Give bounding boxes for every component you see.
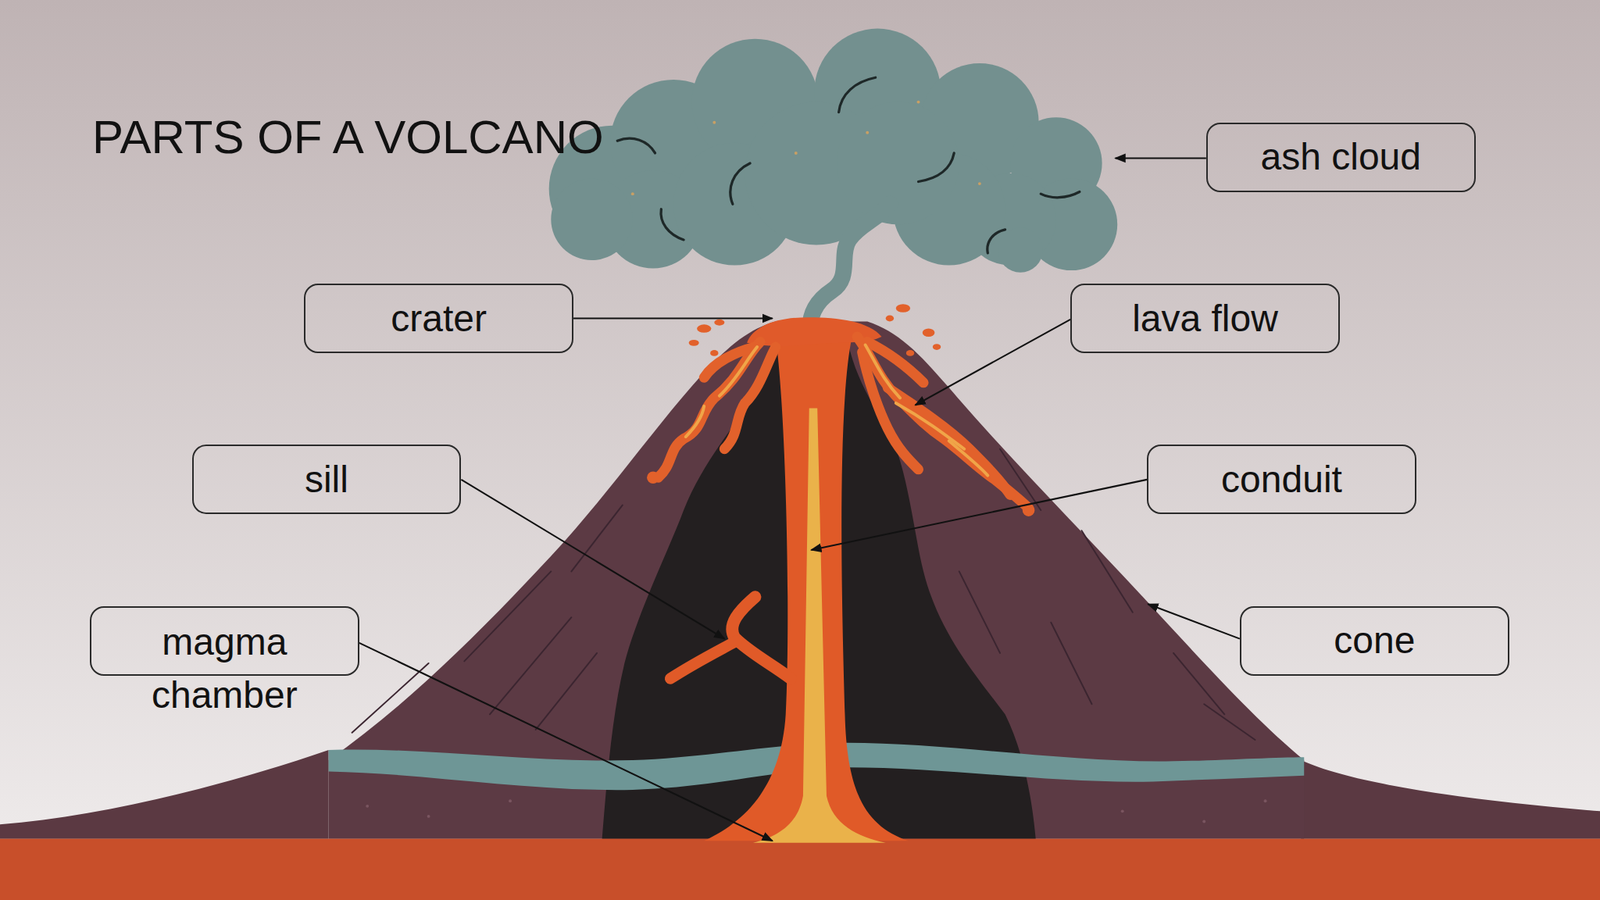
part-label: ash cloud — [1260, 130, 1421, 184]
leader-line — [915, 319, 1072, 406]
lava-droplets — [646, 303, 1035, 517]
ash-cloud — [549, 28, 1118, 273]
leader-line — [1147, 603, 1240, 639]
label-box: crater — [303, 283, 574, 354]
part-label: crater — [390, 292, 487, 346]
leader-line — [1115, 157, 1207, 159]
lava-flow — [657, 336, 1029, 508]
magma-core — [753, 407, 886, 843]
leader-line — [359, 642, 773, 841]
part-label: magma chamber — [110, 615, 340, 722]
part-label: lava flow — [1132, 292, 1279, 346]
sill — [670, 640, 737, 679]
label-box: magma chamber — [89, 606, 360, 676]
label-box: conduit — [1146, 444, 1417, 515]
hill — [1300, 760, 1600, 840]
cloud-speckles — [631, 100, 982, 196]
part-label: sill — [304, 453, 349, 507]
hill — [0, 750, 329, 840]
leader-line — [810, 479, 1147, 550]
cloud-detail — [617, 77, 1080, 254]
leader-line — [460, 479, 725, 640]
label-box: cone — [1239, 606, 1510, 676]
leader-line — [573, 317, 773, 319]
ground — [0, 839, 1600, 900]
label-box: sill — [192, 444, 462, 515]
lava-highlight — [685, 344, 989, 475]
label-box: ash cloud — [1206, 122, 1476, 193]
diagram-title: PARTS OF A VOLCANO — [92, 109, 604, 166]
part-label: cone — [1333, 614, 1415, 668]
part-label: conduit — [1221, 453, 1343, 507]
label-box: lava flow — [1070, 283, 1340, 354]
